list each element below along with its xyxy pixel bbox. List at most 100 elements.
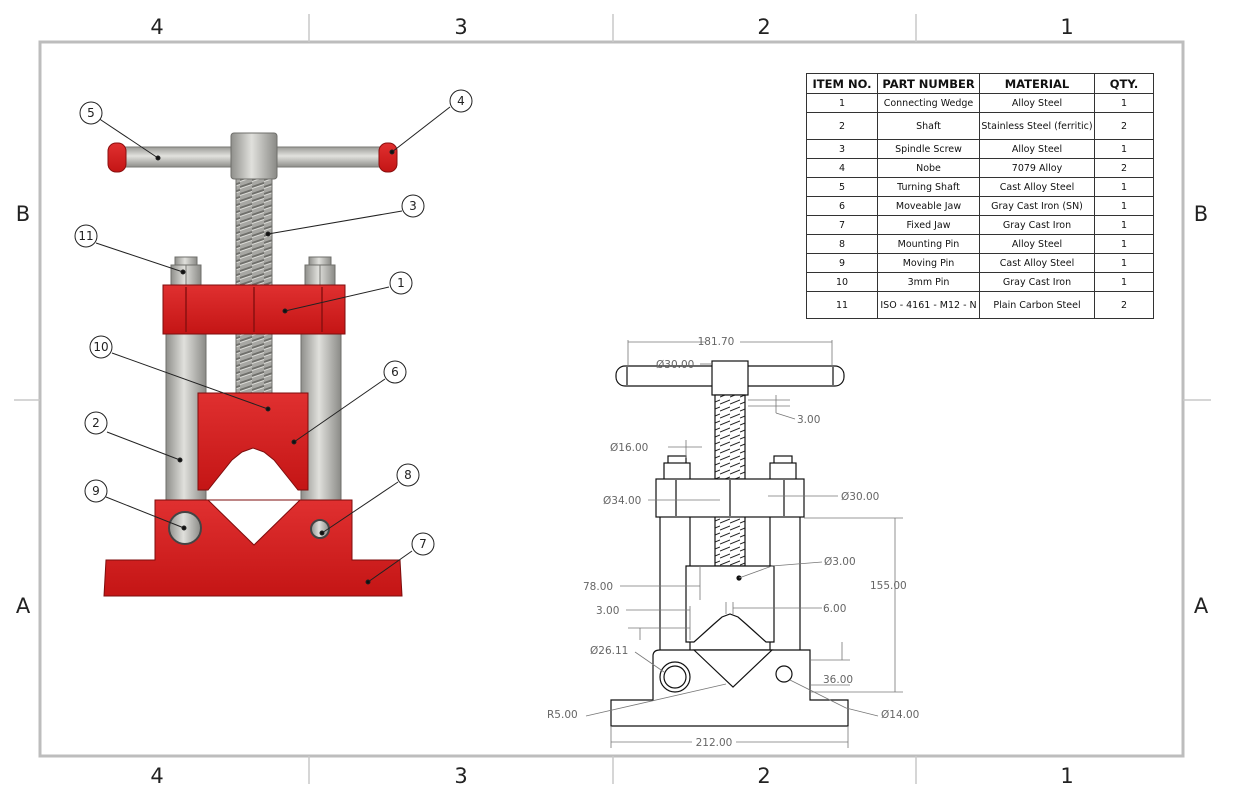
zone-col-top-2: 3 bbox=[454, 15, 467, 39]
balloon-3 bbox=[401, 194, 425, 218]
bom-header-row: ITEM NO. PART NUMBER MATERIAL QTY. bbox=[806, 73, 1154, 94]
dim-pin-hole-dia: Ø3.00 bbox=[824, 556, 856, 568]
zone-col-top-3: 2 bbox=[757, 15, 770, 39]
balloon-label-4: 4 bbox=[457, 94, 465, 108]
bom-header-item-no: ITEM NO. bbox=[806, 73, 878, 94]
bom-part-number: Shaft bbox=[877, 112, 980, 140]
bom-qty: 1 bbox=[1094, 272, 1154, 292]
bom-part-number: Fixed Jaw bbox=[877, 215, 980, 235]
dim-mount-pin-dia: Ø14.00 bbox=[881, 709, 919, 721]
dim-base-height: 36.00 bbox=[823, 674, 853, 686]
bom-qty: 1 bbox=[1094, 234, 1154, 254]
balloon-callouts bbox=[74, 89, 473, 585]
nobe-right bbox=[378, 142, 398, 173]
bom-item-no: 11 bbox=[806, 291, 878, 319]
balloon-8 bbox=[396, 463, 420, 487]
nobe-left bbox=[107, 142, 127, 173]
bom-part-number: Turning Shaft bbox=[877, 177, 980, 197]
fixed-jaw-v-notch bbox=[206, 499, 302, 546]
bom-qty: 2 bbox=[1094, 158, 1154, 178]
bom-material: Cast Alloy Steel bbox=[979, 177, 1095, 197]
bom-header-qty: QTY. bbox=[1094, 73, 1154, 94]
lv-nut-left bbox=[663, 462, 691, 481]
bom-item-no: 9 bbox=[806, 253, 878, 273]
balloon-label-9: 9 bbox=[92, 484, 100, 498]
zone-col-bottom-3: 2 bbox=[757, 764, 770, 788]
front-view-drawing bbox=[610, 360, 849, 727]
bom-item-no: 4 bbox=[806, 158, 878, 178]
hex-nut-left bbox=[170, 256, 202, 288]
balloon-label-5: 5 bbox=[87, 106, 95, 120]
handle-hub bbox=[230, 132, 278, 180]
balloon-6 bbox=[383, 360, 407, 384]
dimension-lines bbox=[585, 340, 903, 748]
lv-spindle-upper bbox=[714, 394, 746, 480]
lv-nut-right bbox=[769, 462, 797, 481]
bom-header-material: MATERIAL bbox=[979, 73, 1095, 94]
dim-moving-pin-dia: Ø26.11 bbox=[590, 645, 628, 657]
balloon-label-10: 10 bbox=[93, 340, 108, 354]
bom-qty: 1 bbox=[1094, 196, 1154, 216]
balloon-labels: 5 4 3 11 1 10 6 2 8 9 7 bbox=[78, 94, 464, 551]
bom-qty: 1 bbox=[1094, 139, 1154, 159]
bom-material: Alloy Steel bbox=[979, 93, 1095, 113]
lv-mounting-pin bbox=[775, 665, 793, 683]
dim-crossbar-dia-left: Ø34.00 bbox=[603, 495, 641, 507]
balloon-4 bbox=[449, 89, 473, 113]
zone-col-top-4: 1 bbox=[1060, 15, 1073, 39]
spindle-screw-lower bbox=[235, 332, 273, 396]
bom-part-number: Nobe bbox=[877, 158, 980, 178]
bom-part-number: Mounting Pin bbox=[877, 234, 980, 254]
bom-part-number: ISO - 4161 - M12 - N bbox=[877, 291, 980, 319]
lv-moveable-jaw bbox=[685, 565, 775, 643]
balloon-1 bbox=[389, 271, 413, 295]
bom-qty: 1 bbox=[1094, 93, 1154, 113]
bom-qty: 2 bbox=[1094, 112, 1154, 140]
balloon-label-11: 11 bbox=[78, 229, 93, 243]
dim-tooth-3: 3.00 bbox=[596, 605, 619, 617]
bom-qty: 1 bbox=[1094, 253, 1154, 273]
hex-nut-right bbox=[304, 256, 336, 288]
bom-qty: 2 bbox=[1094, 291, 1154, 319]
bom-part-number: Connecting Wedge bbox=[877, 93, 980, 113]
bom-item-no: 5 bbox=[806, 177, 878, 197]
zone-col-bottom-2: 3 bbox=[454, 764, 467, 788]
bom-material: Alloy Steel bbox=[979, 139, 1095, 159]
dim-crossbar-dia-right: Ø30.00 bbox=[841, 491, 879, 503]
dim-jaw-offset: 78.00 bbox=[583, 581, 613, 593]
dim-nut-dia: Ø16.00 bbox=[610, 442, 648, 454]
mounting-pin bbox=[310, 519, 330, 539]
lv-handle-hub bbox=[711, 360, 749, 396]
dim-thread-pitch: 3.00 bbox=[797, 414, 820, 426]
shaded-assembly-view bbox=[103, 132, 403, 597]
balloon-5 bbox=[79, 101, 103, 125]
bom-part-number: Moving Pin bbox=[877, 253, 980, 273]
zone-labels: 4 3 2 1 4 3 2 1 B A B A bbox=[16, 15, 1209, 788]
bom-item-no: 2 bbox=[806, 112, 878, 140]
balloon-label-2: 2 bbox=[92, 416, 100, 430]
balloon-7 bbox=[411, 532, 435, 556]
bom-header-part-number: PART NUMBER bbox=[877, 73, 980, 94]
zone-col-bottom-4: 1 bbox=[1060, 764, 1073, 788]
zone-row-right-a: A bbox=[1194, 594, 1209, 618]
balloon-label-6: 6 bbox=[391, 365, 399, 379]
bom-part-number: Spindle Screw bbox=[877, 139, 980, 159]
dim-tooth-6: 6.00 bbox=[823, 603, 846, 615]
dim-handle-dia: Ø30.00 bbox=[656, 359, 694, 371]
dim-overall-handle: 181.70 bbox=[698, 336, 735, 348]
balloon-2 bbox=[84, 411, 108, 435]
bom-item-no: 8 bbox=[806, 234, 878, 254]
balloon-10 bbox=[89, 335, 113, 359]
bom-material: Plain Carbon Steel bbox=[979, 291, 1095, 319]
dimension-text: 181.70 Ø30.00 3.00 Ø16.00 Ø34.00 Ø30.00 … bbox=[547, 336, 919, 749]
bom-item-no: 1 bbox=[806, 93, 878, 113]
balloon-9 bbox=[84, 479, 108, 503]
